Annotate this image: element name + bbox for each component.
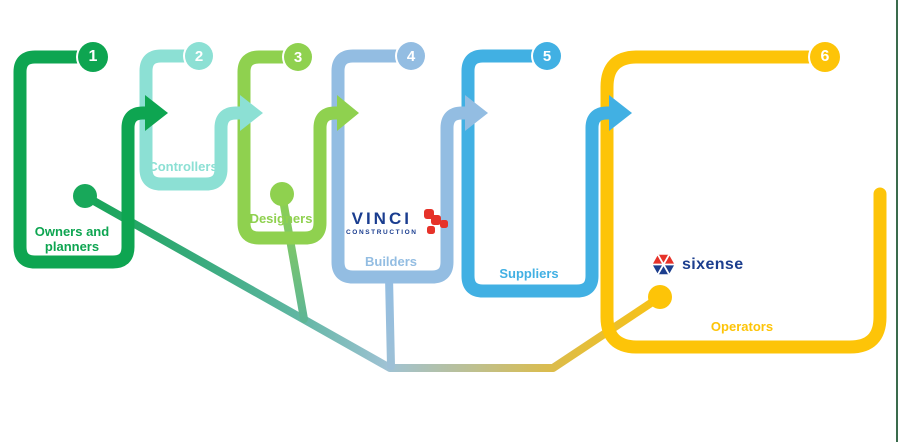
- sixense-logo: sixense: [652, 253, 744, 276]
- right-edge-line: [896, 0, 898, 442]
- stage-label-controllers: Controllers: [148, 159, 218, 174]
- sixense-hexagon-icon: [652, 254, 675, 275]
- arrow-suppliers-to-operators: [609, 95, 632, 131]
- loop-suppliers: [461, 49, 609, 298]
- arrow-controllers-to-designers: [240, 95, 263, 131]
- stage-label-suppliers: Suppliers: [499, 266, 559, 281]
- arrow-builders-to-suppliers: [465, 95, 488, 131]
- vinci-red-mark-icon: [423, 209, 448, 234]
- stage-label-builders: Builders: [364, 254, 417, 269]
- loop-builders: [331, 49, 465, 284]
- arrow-owners-to-controllers: [145, 95, 168, 131]
- stage-badge-6: 6: [810, 42, 840, 72]
- designers-dot: [270, 182, 294, 206]
- feedback-line-designers: [278, 190, 308, 323]
- stage-badge-1: 1: [78, 42, 108, 72]
- feedback-line-builders: [385, 273, 395, 370]
- vinci-wordmark: VINCI: [351, 209, 412, 228]
- stage-badge-2: 2: [185, 42, 213, 70]
- sixense-wordmark: sixense: [682, 255, 744, 273]
- stage-badge-3: 3: [284, 43, 312, 71]
- stage-badge-4: 4: [397, 42, 425, 70]
- loop-designers: [237, 50, 337, 245]
- vinci-construction-logo: VINCI CONSTRUCTION: [346, 209, 449, 237]
- owners-dot: [73, 184, 97, 208]
- stage-label-owners-planners: Owners and planners: [34, 224, 110, 255]
- stage-label-operators: Operators: [710, 319, 774, 334]
- loop-owners-planners: [13, 50, 145, 269]
- loop-operators: [600, 50, 887, 354]
- operators-dot: [648, 285, 672, 309]
- loop-controllers: [139, 49, 240, 191]
- stage-badge-5: 5: [533, 42, 561, 70]
- vinci-construction-sub: CONSTRUCTION: [346, 229, 418, 236]
- arrow-designers-to-builders: [337, 95, 359, 131]
- stage-label-designers: Designers: [249, 211, 313, 226]
